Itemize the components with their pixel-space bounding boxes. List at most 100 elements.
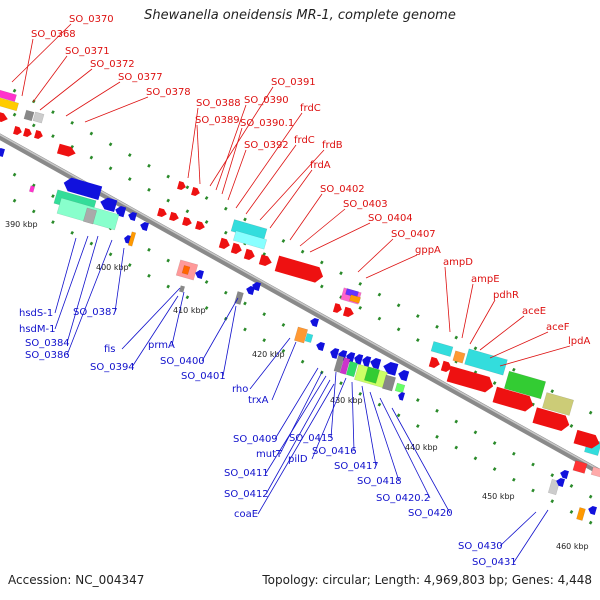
gene-arrow-forward[interactable] <box>13 126 23 136</box>
gene-box[interactable] <box>349 294 361 304</box>
forward-gene-label[interactable]: ampE <box>471 274 500 285</box>
gene-arrow-forward[interactable] <box>177 181 187 191</box>
forward-gene-label[interactable]: SO_0371 <box>65 46 110 57</box>
gene-arrow-reverse[interactable] <box>139 221 149 231</box>
gene-box[interactable] <box>232 230 268 250</box>
gene-arrow-forward[interactable] <box>0 111 9 124</box>
gene-glyph[interactable] <box>329 347 340 359</box>
gene-box[interactable] <box>363 366 381 384</box>
gene-box[interactable] <box>381 374 397 392</box>
gene-arrow-forward[interactable] <box>56 143 77 159</box>
reverse-gene-label[interactable]: SO_0417 <box>334 461 379 472</box>
gene-glyph[interactable] <box>492 386 536 413</box>
forward-gene-label[interactable]: SO_0368 <box>31 29 76 40</box>
gene-glyph[interactable] <box>309 317 319 327</box>
forward-gene-label[interactable]: SO_0388 <box>196 98 241 109</box>
gene-arrow-forward[interactable] <box>218 237 231 250</box>
gene-glyph[interactable] <box>555 477 565 487</box>
gene-box[interactable] <box>127 231 137 247</box>
forward-gene-label[interactable]: SO_0404 <box>368 213 413 224</box>
forward-gene-label[interactable]: frdB <box>322 140 343 151</box>
gene-glyph[interactable] <box>245 285 255 295</box>
gene-box[interactable] <box>572 460 588 474</box>
gene-arrow-forward[interactable] <box>440 360 453 373</box>
gene-arrow-reverse[interactable] <box>587 505 597 515</box>
reverse-gene-label[interactable]: mutT <box>256 449 283 460</box>
gene-glyph[interactable] <box>464 348 508 376</box>
gene-glyph[interactable] <box>13 126 23 136</box>
gene-glyph[interactable] <box>446 365 496 394</box>
reverse-gene-label[interactable]: SO_0416 <box>312 446 357 457</box>
gene-arrow-forward[interactable] <box>258 254 273 268</box>
gene-box[interactable] <box>452 350 466 364</box>
gene-glyph[interactable] <box>23 128 33 138</box>
gene-glyph[interactable] <box>397 369 410 382</box>
reverse-gene-label[interactable]: SO_0401 <box>181 371 226 382</box>
reverse-gene-label[interactable]: rho <box>232 384 248 395</box>
gene-box[interactable] <box>304 333 314 343</box>
gene-glyph[interactable] <box>195 220 206 231</box>
gene-arrow-forward[interactable] <box>274 255 326 285</box>
gene-arrow-forward[interactable] <box>446 365 496 394</box>
gene-glyph[interactable] <box>178 285 186 293</box>
gene-box[interactable] <box>23 109 35 122</box>
gene-box[interactable] <box>181 265 191 275</box>
reverse-gene-label[interactable]: hsdM-1 <box>19 324 56 335</box>
gene-glyph[interactable] <box>397 391 405 401</box>
gene-arrow-forward[interactable] <box>23 128 33 138</box>
gene-box[interactable] <box>0 89 17 102</box>
reverse-gene-label[interactable]: SO_0415 <box>289 433 334 444</box>
gene-glyph[interactable] <box>258 254 273 268</box>
reverse-gene-label[interactable]: hsdS-1 <box>19 308 53 319</box>
gene-glyph[interactable] <box>0 147 5 157</box>
reverse-gene-label[interactable]: SO_0412 <box>224 489 269 500</box>
gene-box[interactable] <box>576 507 586 521</box>
gene-glyph[interactable] <box>363 366 381 384</box>
gene-box[interactable] <box>178 285 186 293</box>
gene-box[interactable] <box>503 370 547 400</box>
reverse-gene-label[interactable]: SO_0430 <box>458 541 503 552</box>
reverse-gene-label[interactable]: SO_0394 <box>90 362 135 373</box>
gene-glyph[interactable] <box>127 211 137 221</box>
gene-arrow-reverse[interactable] <box>315 341 325 351</box>
gene-glyph[interactable] <box>430 341 454 357</box>
forward-gene-label[interactable]: lpdA <box>568 336 590 347</box>
gene-glyph[interactable] <box>315 341 325 351</box>
reverse-gene-label[interactable]: trxA <box>248 395 269 406</box>
gene-glyph[interactable] <box>56 143 77 159</box>
gene-arrow-reverse[interactable] <box>555 477 565 487</box>
reverse-gene-label[interactable]: SO_0400 <box>160 356 205 367</box>
gene-arrow-reverse[interactable] <box>361 355 372 367</box>
reverse-gene-label[interactable]: pilD <box>288 454 308 465</box>
reverse-gene-label[interactable]: coaE <box>234 509 258 520</box>
gene-arrow-reverse[interactable] <box>397 369 410 382</box>
reverse-gene-label[interactable]: SO_0418 <box>357 476 402 487</box>
gene-glyph[interactable] <box>428 356 441 369</box>
gene-glyph[interactable] <box>381 374 397 392</box>
gene-glyph[interactable] <box>177 181 187 191</box>
gene-arrow-reverse[interactable] <box>251 281 261 291</box>
gene-glyph[interactable] <box>194 269 204 279</box>
forward-gene-label[interactable]: frdC <box>294 135 315 146</box>
gene-arrow-forward[interactable] <box>157 207 168 218</box>
gene-glyph[interactable] <box>234 291 244 305</box>
gene-arrow-forward[interactable] <box>195 220 206 231</box>
gene-glyph[interactable] <box>23 109 35 122</box>
gene-glyph[interactable] <box>0 111 9 124</box>
forward-gene-label[interactable]: SO_0391 <box>271 77 316 88</box>
gene-glyph[interactable] <box>542 392 574 416</box>
gene-arrow-reverse[interactable] <box>369 357 382 370</box>
gene-glyph[interactable] <box>181 265 191 275</box>
gene-arrow-forward[interactable] <box>182 216 193 227</box>
gene-arrow-reverse[interactable] <box>99 196 118 212</box>
reverse-gene-label[interactable]: SO_0431 <box>472 557 517 568</box>
gene-arrow-forward[interactable] <box>243 248 256 261</box>
gene-glyph[interactable] <box>230 242 243 255</box>
gene-arrow-forward[interactable] <box>34 130 44 140</box>
reverse-gene-label[interactable]: fis <box>104 344 116 355</box>
gene-glyph[interactable] <box>34 130 44 140</box>
forward-gene-label[interactable]: SO_0389 <box>195 115 240 126</box>
reverse-gene-label[interactable]: SO_0420.2 <box>376 493 430 504</box>
gene-glyph[interactable] <box>332 303 343 314</box>
gene-glyph[interactable] <box>342 306 355 318</box>
